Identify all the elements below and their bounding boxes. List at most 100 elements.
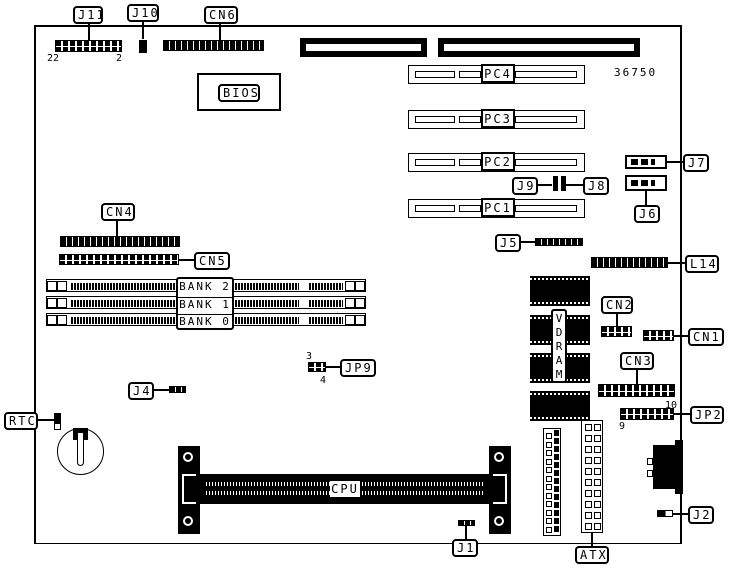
- leader-j8: [566, 184, 584, 186]
- label-bios: BIOS: [218, 84, 260, 102]
- at-power-pin: [546, 501, 552, 507]
- rear-port-tab-2: [647, 470, 653, 477]
- label-cpu: CPU: [330, 481, 360, 497]
- label-atx: ATX: [575, 546, 609, 564]
- leader-cn1: [674, 335, 690, 337]
- jumper-j2: [657, 510, 673, 517]
- at-power-pin: [546, 475, 552, 482]
- connector-cn5: [59, 254, 179, 265]
- atx-pin: [594, 512, 601, 519]
- jumper-jp9: [308, 362, 326, 372]
- label-pc4: PC4: [481, 64, 515, 83]
- leader-cn2: [616, 312, 618, 326]
- atx-pin: [585, 457, 592, 464]
- label-cn6: CN6: [204, 6, 238, 24]
- jumper-j1: [458, 520, 475, 526]
- leader-j1: [465, 526, 467, 540]
- label-vdram: VDRAM: [551, 309, 567, 383]
- cpu-retention-post-left: [178, 446, 200, 534]
- pci-slot-pc1: PC1: [408, 198, 585, 218]
- isa-slot-1: [300, 38, 427, 57]
- atx-pin: [594, 446, 601, 453]
- leader-j11: [88, 22, 90, 40]
- label-j9: J9: [512, 177, 538, 195]
- leader-jp9: [326, 366, 342, 368]
- label-j8: J8: [583, 177, 609, 195]
- label-pc3: PC3: [481, 109, 515, 128]
- label-bank1: BANK 1: [178, 297, 232, 311]
- atx-pin: [594, 424, 601, 431]
- atx-pin: [585, 479, 592, 486]
- at-power-pin: [546, 441, 552, 448]
- pci-slot-pc3: PC3: [408, 109, 585, 129]
- atx-pin: [594, 490, 601, 497]
- connector-j5: [535, 238, 583, 246]
- connector-j11: [55, 40, 122, 52]
- connector-l14: [591, 257, 668, 268]
- jumper-j8: [561, 176, 566, 191]
- at-power-pin: [546, 526, 552, 533]
- motherboard-outline: [34, 25, 682, 544]
- label-bank0: BANK 0: [178, 314, 232, 328]
- leader-l14: [668, 262, 688, 264]
- atx-pin: [585, 523, 592, 530]
- rear-port-tab-1: [647, 458, 653, 465]
- leader-cn3: [636, 368, 638, 384]
- power-connector-at-pins: [554, 430, 559, 534]
- label-j5: J5: [495, 234, 521, 252]
- atx-pin: [594, 501, 601, 508]
- at-power-pin: [546, 458, 552, 465]
- pin-label-j11-22: 22: [47, 53, 60, 64]
- label-cn3: CN3: [620, 352, 654, 370]
- pin-label-jp9-3: 3: [306, 351, 313, 362]
- leader-j7: [667, 161, 687, 163]
- leader-j4: [154, 389, 170, 391]
- label-cn5: CN5: [194, 252, 230, 270]
- at-power-pin: [546, 492, 552, 499]
- label-j7: J7: [683, 154, 709, 172]
- label-cn1: CN1: [688, 328, 724, 346]
- label-rtc: RTC: [4, 412, 38, 430]
- atx-pin: [594, 435, 601, 442]
- leader-j5: [521, 241, 535, 243]
- connector-atx: [581, 420, 603, 533]
- pci-slot-pc4: PC4: [408, 64, 585, 84]
- rear-port-bracket: [675, 440, 683, 494]
- leader-j6: [645, 191, 647, 205]
- label-j1: J1: [452, 539, 478, 557]
- atx-pin: [594, 479, 601, 486]
- connector-j7: [625, 155, 667, 169]
- leader-rtc: [38, 419, 54, 421]
- label-l14: L14: [685, 255, 719, 273]
- connector-j6: [625, 175, 667, 191]
- label-j4: J4: [128, 382, 154, 400]
- connector-jp2: [620, 408, 674, 420]
- jumper-j10: [139, 40, 147, 53]
- at-power-pin: [546, 509, 552, 516]
- vdram-chip-4: [530, 391, 590, 421]
- pin-label-jp2-9: 9: [619, 421, 626, 432]
- label-jp9: JP9: [340, 359, 376, 377]
- label-pc2: PC2: [481, 152, 515, 171]
- leader-cn6: [219, 22, 221, 40]
- diagram-code: 36750: [614, 66, 658, 79]
- label-j6: J6: [634, 205, 660, 223]
- jumper-j4: [169, 386, 186, 393]
- leader-atx: [591, 533, 593, 547]
- atx-pin: [585, 435, 592, 442]
- vdram-chip-1: [530, 276, 590, 306]
- at-power-pin: [546, 518, 552, 524]
- leader-j2: [673, 513, 689, 515]
- connector-cn6: [163, 40, 264, 51]
- atx-pin: [585, 424, 592, 431]
- rear-port-connector: [653, 445, 678, 489]
- leader-jp2: [674, 413, 692, 415]
- connector-cn2: [601, 326, 632, 337]
- at-power-pin: [546, 467, 552, 473]
- label-cn4: CN4: [101, 203, 135, 221]
- at-power-pin: [546, 433, 552, 439]
- connector-cn3: [598, 384, 675, 397]
- at-power-pin: [546, 450, 552, 456]
- label-cn2: CN2: [601, 296, 633, 314]
- leader-j9: [538, 184, 552, 186]
